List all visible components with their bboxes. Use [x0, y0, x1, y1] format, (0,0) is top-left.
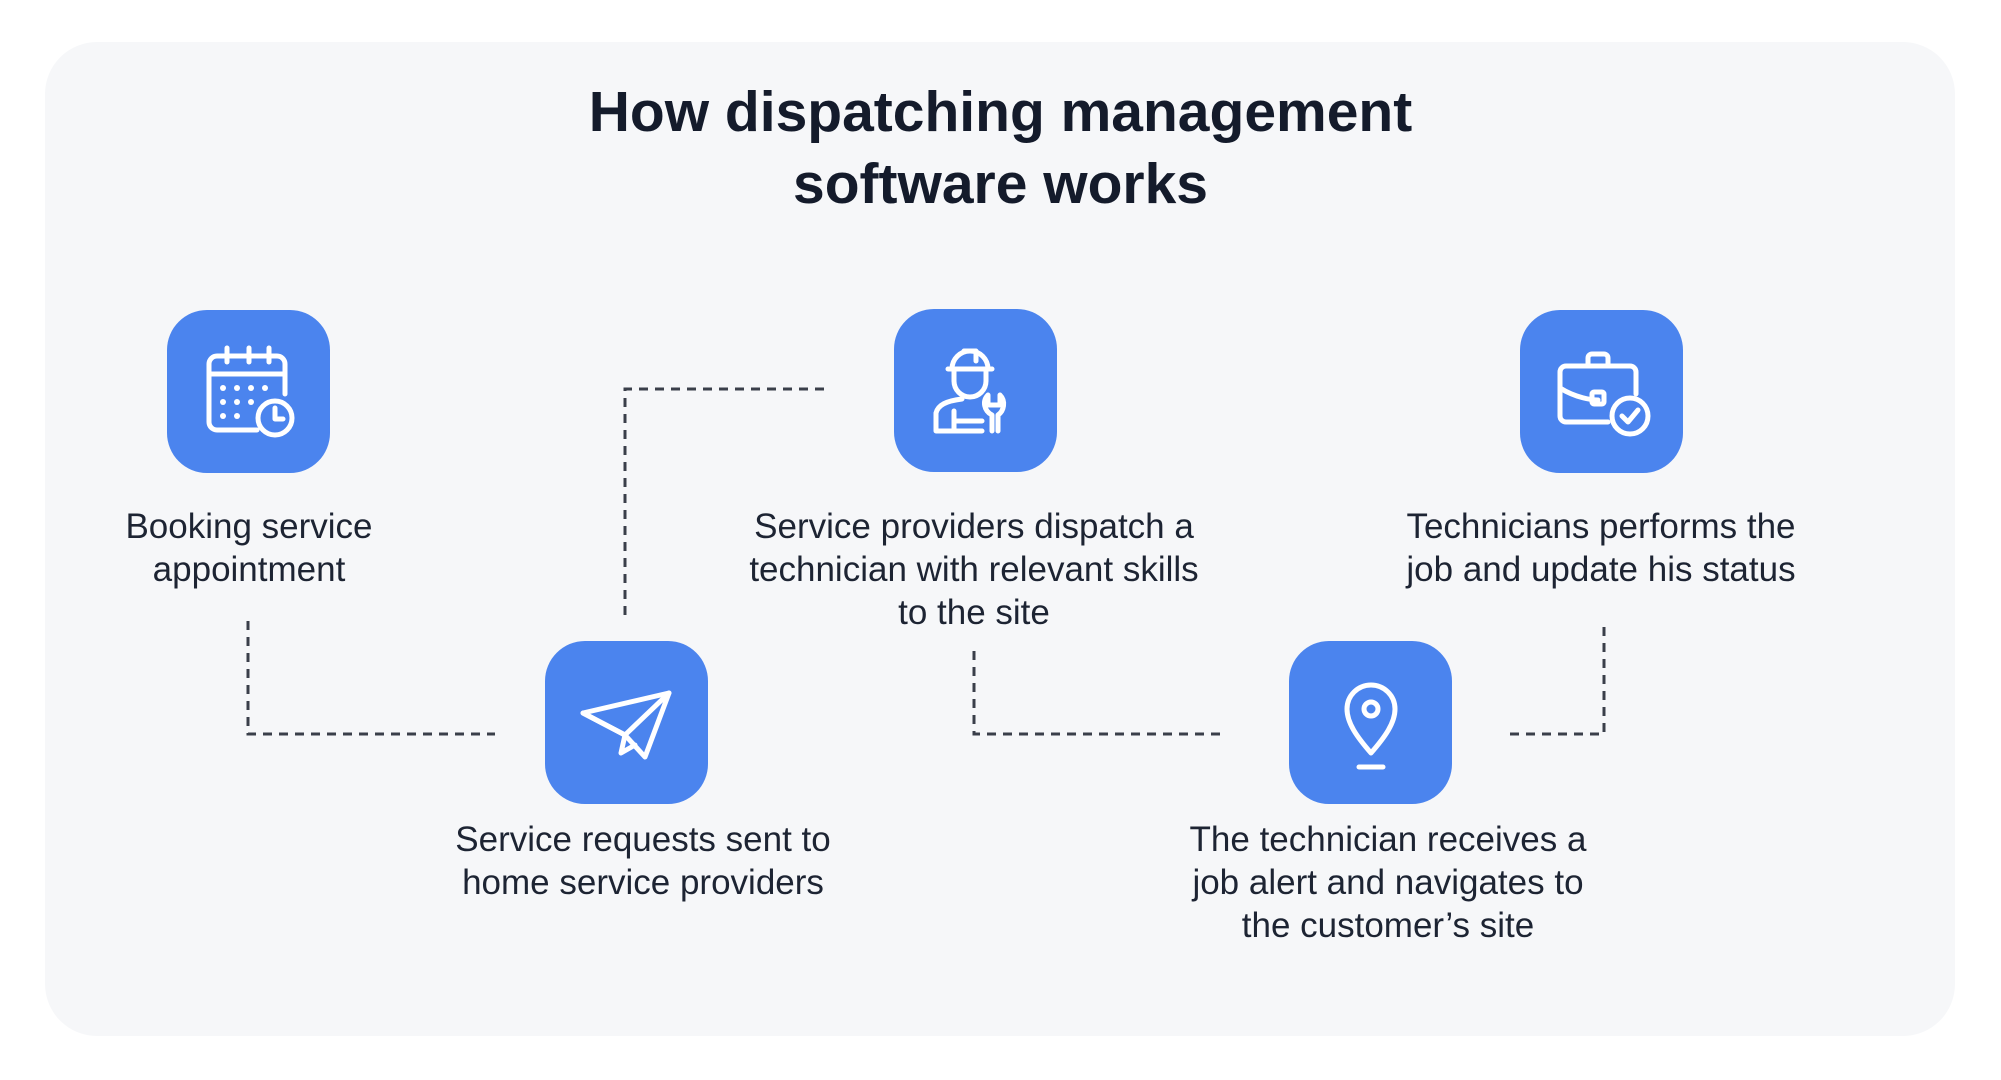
step-4-tile: [1289, 641, 1452, 804]
step-3-tile: [894, 309, 1057, 472]
infographic-card: [45, 42, 1955, 1036]
label-line: Technicians performs the: [1406, 507, 1796, 546]
label-line: The technician receives a: [1189, 820, 1587, 859]
label-line: the customer’s site: [1241, 906, 1535, 945]
location-pin-icon: [1344, 682, 1397, 769]
briefcase-check-icon: [1557, 351, 1650, 436]
label-line: job and update his status: [1406, 550, 1796, 589]
connector-step1-step2: [246, 621, 495, 736]
step-3-label: Service providers dispatch a technician …: [714, 505, 1234, 634]
step-1-label: Booking service appointment: [0, 505, 509, 591]
calendar-clock-icon: [206, 345, 294, 437]
page-title: How dispatching management software work…: [0, 76, 2001, 220]
step-4-label: The technician receives a job alert and …: [1128, 818, 1648, 947]
step-2-label: Service requests sent to home service pr…: [383, 818, 903, 904]
connector-step3-step4: [972, 651, 1220, 736]
label-line: Service requests sent to: [455, 820, 831, 859]
label-line: job alert and navigates to: [1192, 863, 1584, 902]
label-line: home service providers: [462, 863, 824, 902]
connector-step4-step5: [1510, 621, 1606, 736]
step-5-label: Technicians performs the job and update …: [1341, 505, 1861, 591]
connector-step2-step3: [623, 387, 826, 615]
title-line-2: software works: [793, 152, 1208, 216]
label-line: appointment: [152, 550, 346, 589]
label-line: Booking service: [125, 507, 373, 546]
step-2-tile: [545, 641, 708, 804]
label-line: technician with relevant skills: [749, 550, 1199, 589]
technician-wrench-icon: [933, 348, 1006, 433]
title-line-1: How dispatching management: [588, 80, 1413, 144]
step-5-tile: [1520, 310, 1683, 473]
paper-plane-icon: [580, 690, 671, 759]
label-line: to the site: [898, 593, 1050, 632]
label-line: Service providers dispatch a: [754, 507, 1194, 546]
step-1-tile: [167, 310, 330, 473]
